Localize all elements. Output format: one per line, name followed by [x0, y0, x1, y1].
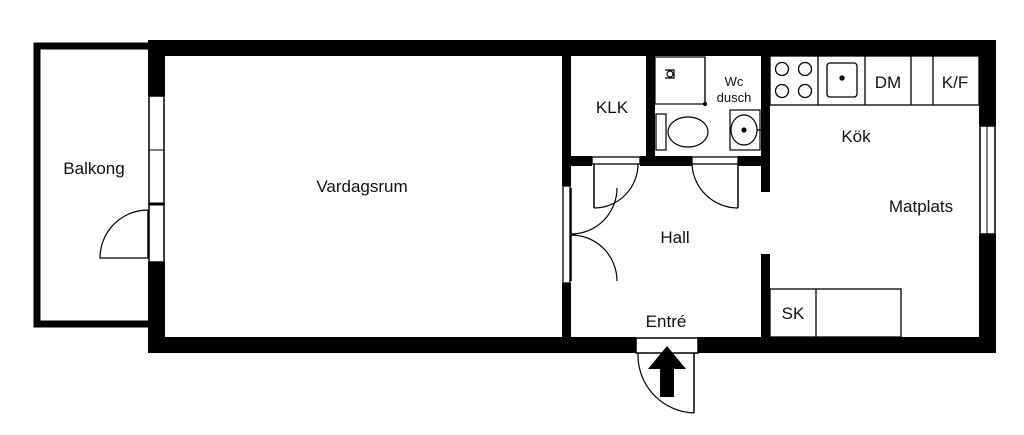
entrance-arrow-icon — [648, 346, 686, 397]
room-label-matplats: Matplats — [889, 197, 953, 216]
kitchen-window — [979, 125, 996, 235]
fixture-label-kf: K/F — [942, 73, 968, 92]
stove-icon — [774, 61, 813, 99]
fixture-label-dm: DM — [875, 73, 901, 92]
room-label-klk: KLK — [596, 98, 629, 117]
room-label-balkong: Balkong — [63, 159, 124, 178]
washbasin-icon — [729, 109, 761, 151]
balcony-door — [99, 209, 149, 259]
toilet-icon — [655, 113, 709, 151]
room-label-vardagsrum: Vardagsrum — [316, 177, 407, 196]
fixture-label-sk: SK — [782, 304, 805, 323]
wc-fixtures — [654, 56, 761, 151]
room-labels: Balkong Vardagsrum KLK Wc dusch Kök Matp… — [63, 74, 953, 331]
room-label-hall: Hall — [660, 228, 689, 247]
room-label-wc: Wc — [725, 74, 744, 89]
room-label-kok: Kök — [841, 127, 871, 146]
interior-walls — [562, 56, 770, 337]
room-label-entre: Entré — [646, 312, 687, 331]
fixture-labels: DM K/F SK — [782, 73, 969, 323]
outer-walls — [148, 40, 996, 353]
room-label-dusch: dusch — [717, 90, 752, 105]
sink-icon — [826, 62, 858, 98]
entrance-door — [637, 352, 695, 414]
shower-icon — [654, 56, 708, 107]
balcony-openings — [148, 95, 165, 263]
interior-doors — [562, 156, 739, 284]
kitchen-fixtures — [769, 55, 980, 338]
balcony — [33, 42, 148, 328]
